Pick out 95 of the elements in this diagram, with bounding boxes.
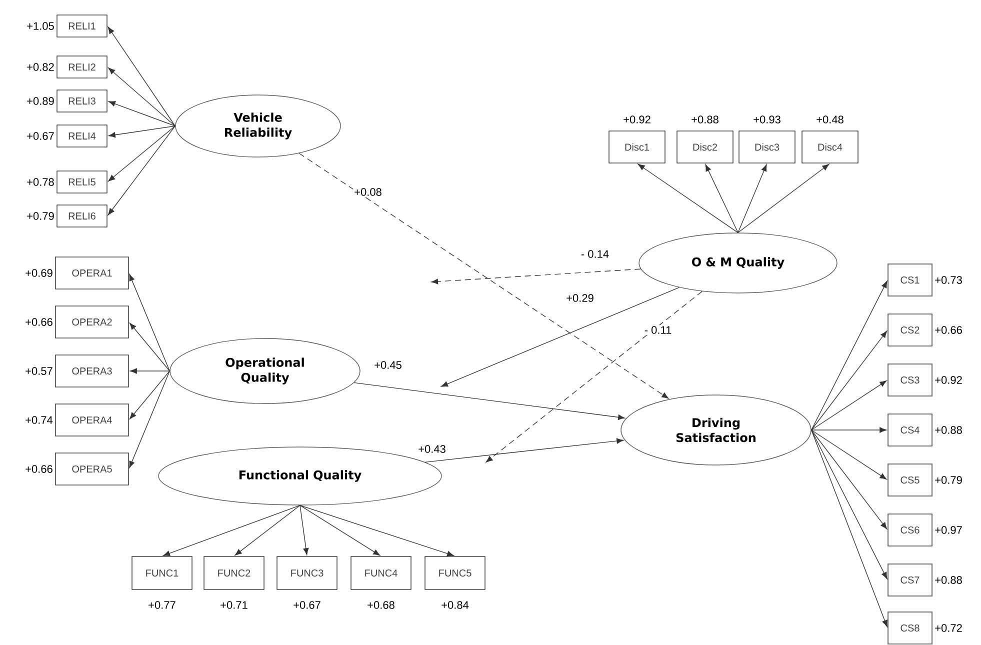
arrow: [354, 382, 626, 420]
arrow: [129, 274, 170, 372]
indicator-box: FUNC3: [276, 556, 338, 590]
indicator-box: Disc1: [608, 130, 666, 164]
edge-label: +0.29: [565, 293, 595, 303]
arrow: [811, 380, 887, 430]
edge-label: - 0.11: [643, 325, 673, 335]
arrow: [738, 164, 767, 233]
arrow: [108, 68, 176, 126]
loading-value: +0.88: [935, 576, 962, 584]
arrow: [811, 330, 888, 430]
loading-value: +0.67: [294, 601, 320, 609]
arrow: [738, 164, 830, 233]
loading-value: +0.66: [26, 318, 52, 326]
indicator-box: CS2: [888, 314, 932, 346]
loading-value: +0.69: [26, 269, 52, 277]
indicator-box: FUNC5: [424, 556, 486, 590]
loading-value: +0.88: [935, 426, 962, 434]
arrow: [129, 370, 170, 420]
arrow: [811, 430, 888, 627]
arrow: [811, 427, 887, 433]
loading-value: +0.68: [368, 601, 394, 609]
loading-value: +0.97: [935, 526, 962, 534]
arrow: [440, 287, 680, 387]
loading-value: +0.73: [935, 276, 962, 284]
indicator-box: RELI4: [56, 124, 108, 148]
loading-value: +0.78: [27, 178, 54, 186]
arrow: [108, 126, 176, 138]
arrow: [129, 322, 170, 372]
arrow: [811, 430, 888, 580]
indicator-box: OPERA2: [55, 306, 129, 338]
arrow: [300, 505, 380, 556]
edge-label: +0.45: [373, 360, 403, 370]
loading-value: +0.84: [442, 601, 469, 609]
loading-value: +0.92: [935, 376, 962, 384]
loading-value: +0.88: [692, 116, 718, 124]
arrow: [300, 505, 309, 556]
indicator-box: RELI3: [56, 90, 108, 112]
loading-value: +0.89: [27, 97, 54, 105]
indicator-box: FUNC4: [350, 556, 412, 590]
loading-value: +0.93: [754, 116, 780, 124]
indicator-box: RELI6: [56, 204, 108, 228]
arrow: [431, 268, 641, 284]
loading-value: +0.77: [148, 601, 176, 609]
arrow: [108, 101, 176, 126]
loading-value: +0.79: [935, 476, 962, 484]
arrow: [811, 280, 888, 430]
indicator-box: CS1: [888, 264, 932, 296]
loading-value: +0.74: [26, 416, 53, 424]
indicator-box: Disc4: [802, 130, 858, 164]
indicator-box: RELI2: [56, 56, 108, 78]
loading-value: +0.82: [27, 63, 54, 71]
arrow: [129, 370, 170, 468]
loading-value: +1.05: [27, 22, 54, 30]
indicator-box: CS4: [888, 414, 932, 446]
indicator-box: Disc3: [738, 130, 796, 164]
indicator-box: CS6: [888, 514, 932, 546]
arrow: [108, 126, 176, 182]
indicator-box: RELI1: [56, 14, 108, 38]
indicator-box: CS3: [888, 364, 932, 396]
indicator-box: OPERA5: [55, 452, 129, 486]
arrow: [486, 290, 703, 462]
indicator-box: CS7: [888, 564, 932, 596]
arrow: [108, 126, 176, 216]
loading-value: +0.66: [935, 326, 962, 334]
indicator-box: FUNC2: [204, 556, 264, 590]
indicator-box: OPERA3: [55, 354, 129, 388]
loading-value: +0.72: [935, 624, 962, 632]
arrow: [108, 26, 176, 126]
loading-value: +0.92: [624, 116, 650, 124]
arrow: [298, 152, 669, 399]
arrow: [130, 368, 170, 374]
loading-value: +0.66: [26, 465, 52, 473]
indicator-box: Disc2: [676, 130, 734, 164]
arrow: [811, 430, 888, 530]
indicator-box: RELI5: [56, 170, 108, 194]
arrow: [234, 505, 300, 556]
loading-value: +0.71: [220, 601, 248, 609]
indicator-box: CS5: [888, 464, 932, 496]
arrow: [638, 164, 738, 233]
loading-value: +0.57: [26, 367, 52, 375]
edge-label: +0.08: [353, 187, 383, 197]
indicator-box: FUNC1: [132, 556, 192, 590]
loading-value: +0.79: [27, 212, 54, 220]
arrow: [163, 505, 300, 556]
arrow: [811, 430, 887, 480]
edge-label: - 0.14: [580, 249, 610, 259]
loading-value: +0.67: [27, 132, 54, 140]
loading-value: +0.48: [816, 116, 844, 124]
arrow: [705, 164, 738, 233]
indicator-box: OPERA4: [55, 404, 129, 436]
indicator-box: OPERA1: [55, 256, 129, 290]
arrow: [424, 438, 624, 463]
arrow: [300, 505, 454, 556]
indicator-box: CS8: [888, 612, 932, 644]
